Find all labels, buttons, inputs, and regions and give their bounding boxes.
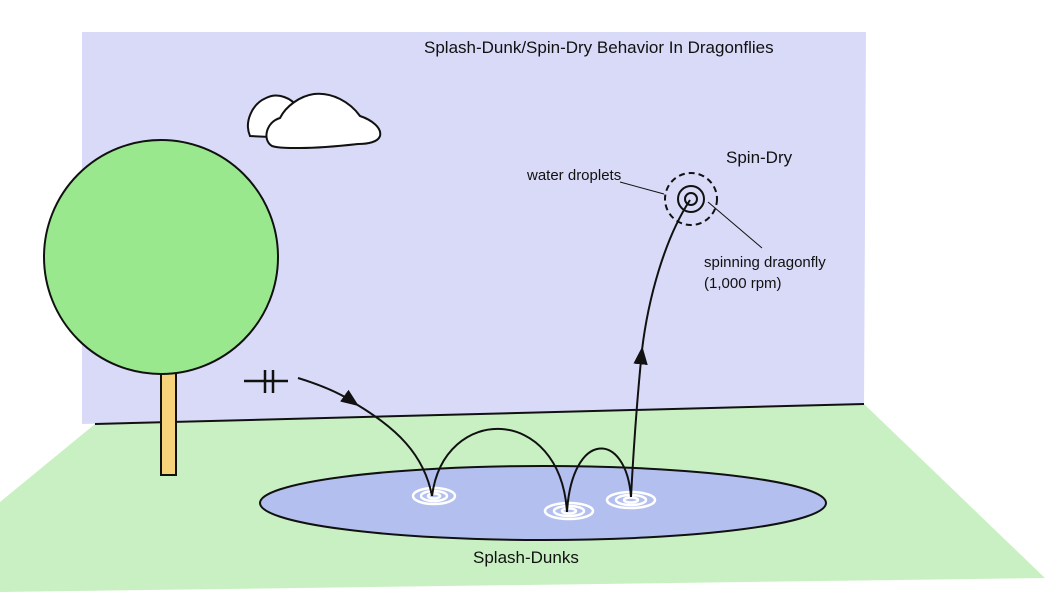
dragonfly-icon — [244, 370, 288, 393]
tree-canopy — [43, 139, 279, 375]
diagram-title: Splash-Dunk/Spin-Dry Behavior In Dragonf… — [424, 38, 774, 57]
spin-dry-label: Spin-Dry — [726, 148, 793, 167]
spinning-dragonfly-leader — [707, 201, 763, 249]
rpm-label: (1,000 rpm) — [704, 275, 782, 292]
flight-path-hop-1 — [431, 428, 568, 513]
water-droplets-label: water droplets — [526, 167, 621, 184]
flight-path-ascent-lower — [630, 346, 648, 498]
horizon-line — [94, 403, 865, 425]
splash-dunks-label: Splash-Dunks — [473, 548, 579, 567]
pond — [259, 465, 827, 541]
flight-path-ascent-upper — [641, 199, 691, 351]
water-droplets-leader — [619, 181, 665, 195]
splash-ripple-2 — [543, 501, 595, 521]
flight-path-approach — [297, 377, 359, 407]
cloud-icon — [247, 92, 382, 150]
spinning-dragonfly-label: spinning dragonfly — [704, 254, 826, 271]
flight-path-hop-2 — [566, 447, 632, 513]
flight-path-dive — [355, 403, 433, 497]
spin-dry-rings — [664, 172, 718, 226]
